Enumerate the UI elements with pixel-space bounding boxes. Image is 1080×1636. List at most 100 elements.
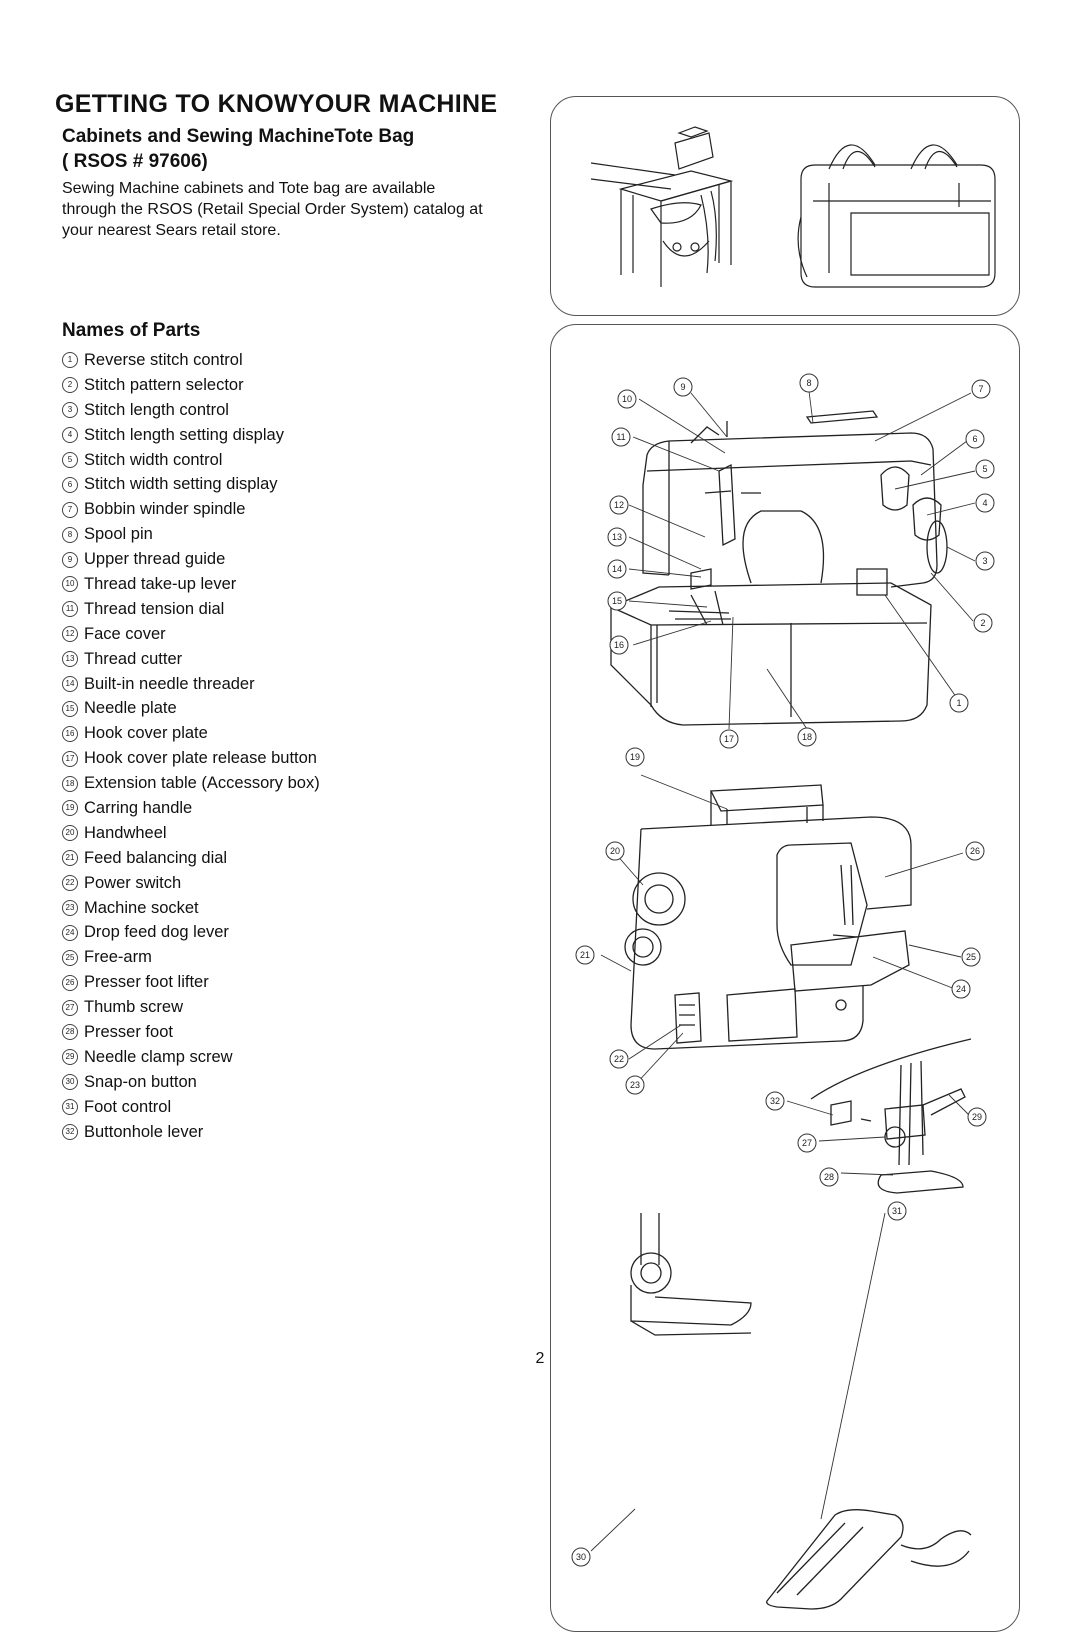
part-label: Carring handle bbox=[84, 799, 193, 818]
part-number: 10 bbox=[62, 576, 78, 593]
part-item: 9 Upper thread guide bbox=[62, 547, 320, 572]
callout-11: 11 bbox=[616, 432, 625, 442]
part-label: Upper thread guide bbox=[84, 550, 226, 569]
part-label: Reverse stitch control bbox=[84, 351, 243, 369]
cabinets-heading: Cabinets and Sewing MachineTote Bag bbox=[62, 126, 415, 147]
part-item: 11 Thread tension dial bbox=[62, 597, 320, 622]
part-label: Power switch bbox=[84, 873, 182, 892]
rsos-number: ( RSOS # 97606) bbox=[62, 151, 208, 172]
callout-15: 15 bbox=[612, 596, 622, 606]
callout-12: 12 bbox=[614, 500, 624, 510]
part-label: Stitch width setting display bbox=[84, 475, 278, 494]
part-number: 16 bbox=[62, 725, 78, 742]
part-item: 1 Reverse stitch control bbox=[62, 348, 320, 373]
part-number: 15 bbox=[62, 700, 78, 717]
callout-14: 14 bbox=[612, 564, 622, 574]
description-line: your nearest Sears retail store. bbox=[62, 222, 281, 239]
callout-5: 5 bbox=[982, 464, 987, 474]
callout-26: 26 bbox=[970, 846, 980, 856]
part-number: 9 bbox=[62, 551, 78, 568]
callout-22: 22 bbox=[614, 1054, 624, 1064]
callout-4: 4 bbox=[982, 498, 987, 508]
part-number: 13 bbox=[62, 651, 78, 668]
part-label: Stitch width control bbox=[84, 450, 223, 469]
part-label: Handwheel bbox=[84, 823, 167, 842]
callout-31: 31 bbox=[892, 1206, 902, 1216]
back-view-machine bbox=[624, 784, 912, 1050]
presser-foot-detail bbox=[630, 1038, 972, 1336]
callout-28: 28 bbox=[824, 1172, 834, 1182]
part-number: 7 bbox=[62, 501, 78, 518]
callout-29: 29 bbox=[972, 1112, 982, 1122]
part-label: Drop feed dog lever bbox=[84, 923, 229, 942]
part-label: Extension table (Accessory box) bbox=[84, 774, 320, 793]
names-of-parts-heading: Names of Parts bbox=[62, 320, 201, 341]
part-number: 12 bbox=[62, 626, 78, 643]
part-item: 7 Bobbin winder spindle bbox=[62, 497, 320, 522]
leader-lines bbox=[590, 390, 976, 1552]
callout-27: 27 bbox=[802, 1138, 812, 1148]
callout-21: 21 bbox=[580, 950, 590, 960]
part-number: 17 bbox=[62, 750, 78, 767]
part-number: 18 bbox=[62, 775, 78, 792]
part-number: 31 bbox=[62, 1099, 78, 1116]
part-label: Thread tension dial bbox=[84, 599, 225, 618]
part-number: 2 bbox=[62, 377, 78, 394]
callout-markers bbox=[571, 373, 995, 1567]
part-item: 10 Thread take-up lever bbox=[62, 572, 320, 597]
part-number: 30 bbox=[62, 1074, 78, 1091]
callout-13: 13 bbox=[612, 532, 622, 542]
callout-18: 18 bbox=[802, 732, 812, 742]
part-label: Face cover bbox=[84, 624, 166, 643]
cabinet-drawing bbox=[590, 126, 734, 287]
callout-3: 3 bbox=[982, 556, 987, 566]
part-label: Spool pin bbox=[84, 525, 153, 544]
callout-25: 25 bbox=[966, 952, 976, 962]
part-label: Hook cover plate bbox=[84, 724, 208, 743]
part-number: 4 bbox=[62, 427, 78, 444]
callout-17: 17 bbox=[724, 734, 734, 744]
part-label: Needle plate bbox=[84, 699, 177, 718]
part-number: 29 bbox=[62, 1049, 78, 1066]
part-number: 27 bbox=[62, 999, 78, 1016]
callout-1: 1 bbox=[956, 698, 961, 708]
part-label: Machine socket bbox=[84, 898, 199, 917]
part-item: 18 Extension table (Accessory box) bbox=[62, 771, 320, 796]
callout-6: 6 bbox=[972, 434, 977, 444]
cabinet-tote-illustration bbox=[590, 126, 996, 288]
callout-19: 19 bbox=[630, 752, 640, 762]
callout-labels: 10 9 8 7 6 5 4 3 2 1 11 12 13 14 15 16 1… bbox=[576, 378, 988, 1562]
part-label: Feed balancing dial bbox=[84, 848, 228, 867]
callout-30: 30 bbox=[576, 1552, 586, 1562]
callout-16: 16 bbox=[614, 640, 624, 650]
part-item: 15 Needle plate bbox=[62, 696, 320, 721]
part-number: 25 bbox=[62, 949, 78, 966]
part-number: 11 bbox=[62, 601, 78, 618]
part-label: Stitch pattern selector bbox=[84, 375, 244, 394]
part-label: Buttonhole lever bbox=[84, 1122, 204, 1141]
part-item: 16 Hook cover plate bbox=[62, 721, 320, 746]
front-view-machine bbox=[610, 410, 948, 726]
callout-10: 10 bbox=[622, 394, 632, 404]
callout-24: 24 bbox=[956, 984, 966, 994]
part-number: 21 bbox=[62, 850, 78, 867]
parts-list: 1 Reverse stitch control 2 Stitch pattern s… bbox=[62, 348, 320, 1145]
part-item: 24 Drop feed dog lever bbox=[62, 920, 320, 945]
part-number: 24 bbox=[62, 924, 78, 941]
part-label: Thread take-up lever bbox=[84, 575, 237, 594]
part-number: 1 bbox=[62, 352, 78, 369]
part-label: Bobbin winder spindle bbox=[84, 500, 246, 519]
cabinets-description: Sewing Machine cabinets and Tote bag are… bbox=[62, 178, 542, 241]
part-number: 3 bbox=[62, 402, 78, 419]
